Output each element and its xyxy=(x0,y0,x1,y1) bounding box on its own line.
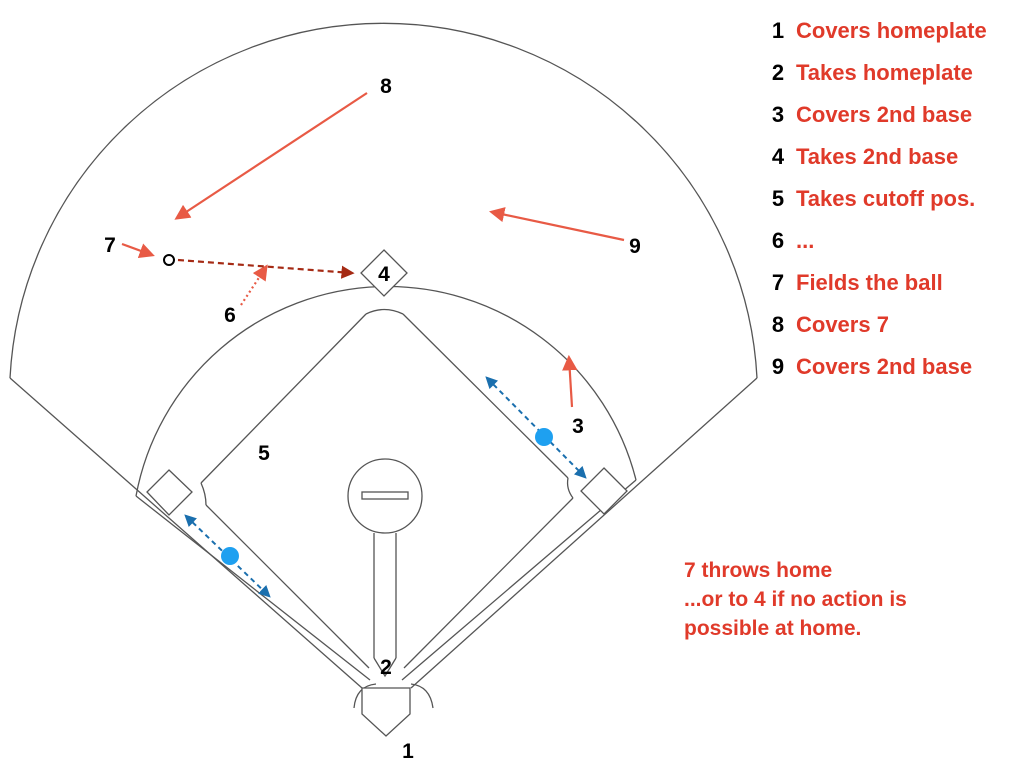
legend-number: 5 xyxy=(771,186,785,211)
ball-marker xyxy=(163,254,175,266)
left-foul-line-inner xyxy=(135,495,371,681)
legend-row: 2 Takes homeplate xyxy=(760,52,987,94)
position-label-3: 3 xyxy=(572,415,584,438)
legend-description: Covers 2nd base xyxy=(796,354,973,379)
position-label-8: 8 xyxy=(380,75,392,98)
legend-description: Covers 7 xyxy=(796,312,889,337)
legend-row: 5 Takes cutoff pos. xyxy=(760,178,987,220)
position-label-4: 4 xyxy=(378,263,390,286)
legend-row: 8 Covers 7 xyxy=(760,304,987,346)
legend-row: 3 Covers 2nd base xyxy=(760,94,987,136)
legend-number: 3 xyxy=(771,102,785,127)
legend-row: 4 Takes 2nd base xyxy=(760,136,987,178)
runner-third-dot xyxy=(221,547,239,565)
second-base-cutout xyxy=(365,308,404,315)
third-base xyxy=(146,469,193,516)
mound-path-bottom xyxy=(373,657,397,678)
legend-row: 1 Covers homeplate xyxy=(760,10,987,52)
pitchers-mound xyxy=(347,458,423,534)
throw-to-second-arrow xyxy=(177,258,355,279)
legend-description: Covers 2nd base xyxy=(796,102,973,127)
basepath-second-third xyxy=(200,313,367,484)
infield-arc xyxy=(135,285,637,497)
home-plate-cutout xyxy=(353,683,434,709)
first-base xyxy=(580,467,628,515)
legend-number: 8 xyxy=(771,312,785,337)
arrow-9-movement xyxy=(488,207,625,242)
legend-number: 6 xyxy=(771,228,785,253)
runner-first-dot xyxy=(535,428,553,446)
outfield-fence xyxy=(9,22,758,379)
legend-number: 2 xyxy=(771,60,785,85)
legend-row: 7 Fields the ball xyxy=(760,262,987,304)
right-foul-line-inner xyxy=(401,479,637,681)
position-legend: 1 Covers homeplate 2 Takes homeplate 3 C… xyxy=(760,10,987,388)
arrow-8-movement xyxy=(174,92,368,220)
position-label-6: 6 xyxy=(224,304,236,327)
legend-description: Takes homeplate xyxy=(796,60,973,85)
third-base-cutout xyxy=(200,482,207,506)
second-base xyxy=(360,249,408,297)
left-foul-line-outer xyxy=(9,377,363,689)
note-line-3: possible at home. xyxy=(684,617,862,640)
legend-description: Takes 2nd base xyxy=(796,144,959,169)
arrow-6-movement xyxy=(240,264,268,306)
play-note: 7 throws home ...or to 4 if no action is… xyxy=(684,556,1014,643)
position-label-5: 5 xyxy=(258,442,270,465)
legend-number: 1 xyxy=(771,18,785,43)
legend-row: 9 Covers 2nd base xyxy=(760,346,987,388)
note-line-2: ...or to 4 if no action is xyxy=(684,588,907,611)
position-label-2: 2 xyxy=(380,656,392,679)
note-line-1: 7 throws home xyxy=(684,559,833,582)
basepath-third-home xyxy=(205,504,370,669)
arrow-3-movement xyxy=(562,354,578,408)
arrow-7-movement xyxy=(121,242,155,258)
legend-description: Fields the ball xyxy=(796,270,943,295)
basepath-home-first xyxy=(403,497,574,669)
pitchers-rubber xyxy=(361,491,409,500)
position-label-1: 1 xyxy=(402,740,414,763)
home-plate xyxy=(361,687,411,737)
legend-description: Takes cutoff pos. xyxy=(796,186,976,211)
legend-row: 6 ... xyxy=(760,220,987,262)
position-label-7: 7 xyxy=(104,234,116,257)
right-foul-line-outer xyxy=(410,377,758,689)
position-label-9: 9 xyxy=(629,235,641,258)
first-base-cutout xyxy=(566,477,574,499)
legend-description: Covers homeplate xyxy=(796,18,987,43)
legend-number: 4 xyxy=(771,144,785,169)
legend-number: 9 xyxy=(771,354,785,379)
legend-number: 7 xyxy=(771,270,785,295)
legend-description: ... xyxy=(796,228,815,253)
